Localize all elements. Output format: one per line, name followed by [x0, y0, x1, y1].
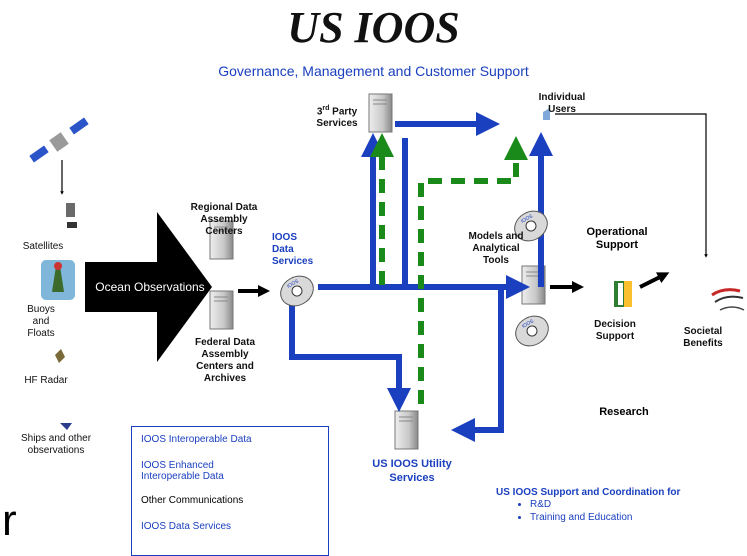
- hf-radar-icon: [55, 349, 65, 363]
- satellites-label: Satellites: [22, 241, 64, 252]
- legend-data-services: IOOS Data Services: [141, 521, 232, 532]
- svg-text:IOOS: IOOS: [286, 278, 300, 290]
- ioos-data-services-disc-icon: IOOS: [280, 275, 314, 307]
- support-heading: US IOOS Support and Coordination for: [496, 487, 681, 498]
- decision-support-label: Decision Support: [594, 319, 636, 342]
- societal-benefits-icon: [711, 288, 745, 311]
- models-disc-top-icon: IOOS: [514, 210, 548, 242]
- ioos-data-services-label: IOOS Data Services: [272, 232, 314, 267]
- ship-icon: [60, 423, 72, 430]
- legend: IOOS Interoperable Data IOOS Enhanced In…: [131, 426, 329, 556]
- utility-services-label: US IOOS Utility Services: [372, 458, 452, 484]
- legend-interoperable: IOOS Interoperable Data: [141, 434, 252, 445]
- research-label: Research: [599, 406, 649, 418]
- stray-character: r: [2, 496, 17, 545]
- satellite-sensor-icon: [66, 203, 77, 228]
- third-party-services-label: 3rd Party Services: [316, 105, 358, 130]
- decision-support-icon: [614, 281, 632, 307]
- regional-dac-label: Regional Data Assembly Centers: [190, 202, 258, 237]
- support-block: US IOOS Support and Coordination for R&D…: [496, 487, 736, 524]
- models-disc-bottom-icon: IOOS: [515, 315, 549, 347]
- legend-enhanced: IOOS Enhanced Interoperable Data: [141, 460, 224, 482]
- ocean-observations-arrow: [85, 212, 212, 362]
- ships-label: Ships and other observations: [20, 433, 92, 456]
- buoy-icon: [41, 260, 75, 300]
- utility-server-icon: [394, 410, 419, 450]
- support-item-training: Training and Education: [530, 511, 736, 524]
- individual-users-icon: [543, 108, 550, 120]
- svg-text:IOOS: IOOS: [520, 213, 534, 225]
- buoys-label: Buoys and Floats: [27, 304, 55, 339]
- subtitle: Governance, Management and Customer Supp…: [218, 63, 529, 79]
- svg-text:IOOS: IOOS: [521, 318, 535, 330]
- third-party-server-icon: [368, 93, 393, 133]
- hf-radar-label: HF Radar: [24, 375, 68, 386]
- ocean-observations-label: Ocean Observations: [95, 280, 205, 294]
- societal-benefits-label: Societal Benefits: [683, 326, 723, 349]
- regional-dac-server-icon: [209, 220, 234, 260]
- federal-dac-label: Federal Data Assembly Centers and Archiv…: [194, 337, 256, 384]
- federal-dac-server-icon: [209, 290, 234, 330]
- page-title: US IOOS: [287, 3, 460, 52]
- individual-users-label: Individual Users: [538, 92, 586, 115]
- operational-support-label: Operational Support: [586, 226, 648, 251]
- legend-other: Other Communications: [141, 495, 244, 506]
- satellite-icon: [29, 117, 89, 195]
- support-item-rnd: R&D: [530, 498, 736, 511]
- models-tools-label: Models and Analytical Tools: [468, 231, 524, 266]
